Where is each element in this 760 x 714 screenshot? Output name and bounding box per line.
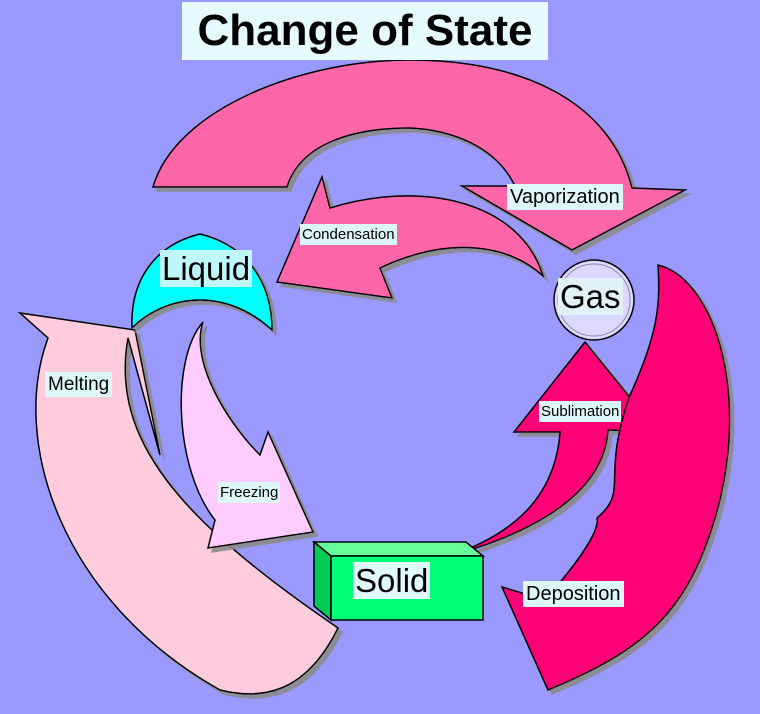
deposition-label: Deposition xyxy=(523,581,624,607)
melting-arrow xyxy=(17,311,339,695)
freezing-arrow xyxy=(180,321,315,549)
gas-label: Gas xyxy=(558,278,623,315)
liquid-label: Liquid xyxy=(160,250,253,287)
melting-label: Melting xyxy=(45,372,113,397)
condensation-arrow xyxy=(275,174,545,299)
vaporization-label: Vaporization xyxy=(507,184,623,210)
page-title: Change of State xyxy=(182,2,548,60)
solid-label: Solid xyxy=(353,562,431,599)
sublimation-label: Sublimation xyxy=(539,401,622,422)
freezing-label: Freezing xyxy=(218,482,281,503)
condensation-label: Condensation xyxy=(300,224,397,245)
